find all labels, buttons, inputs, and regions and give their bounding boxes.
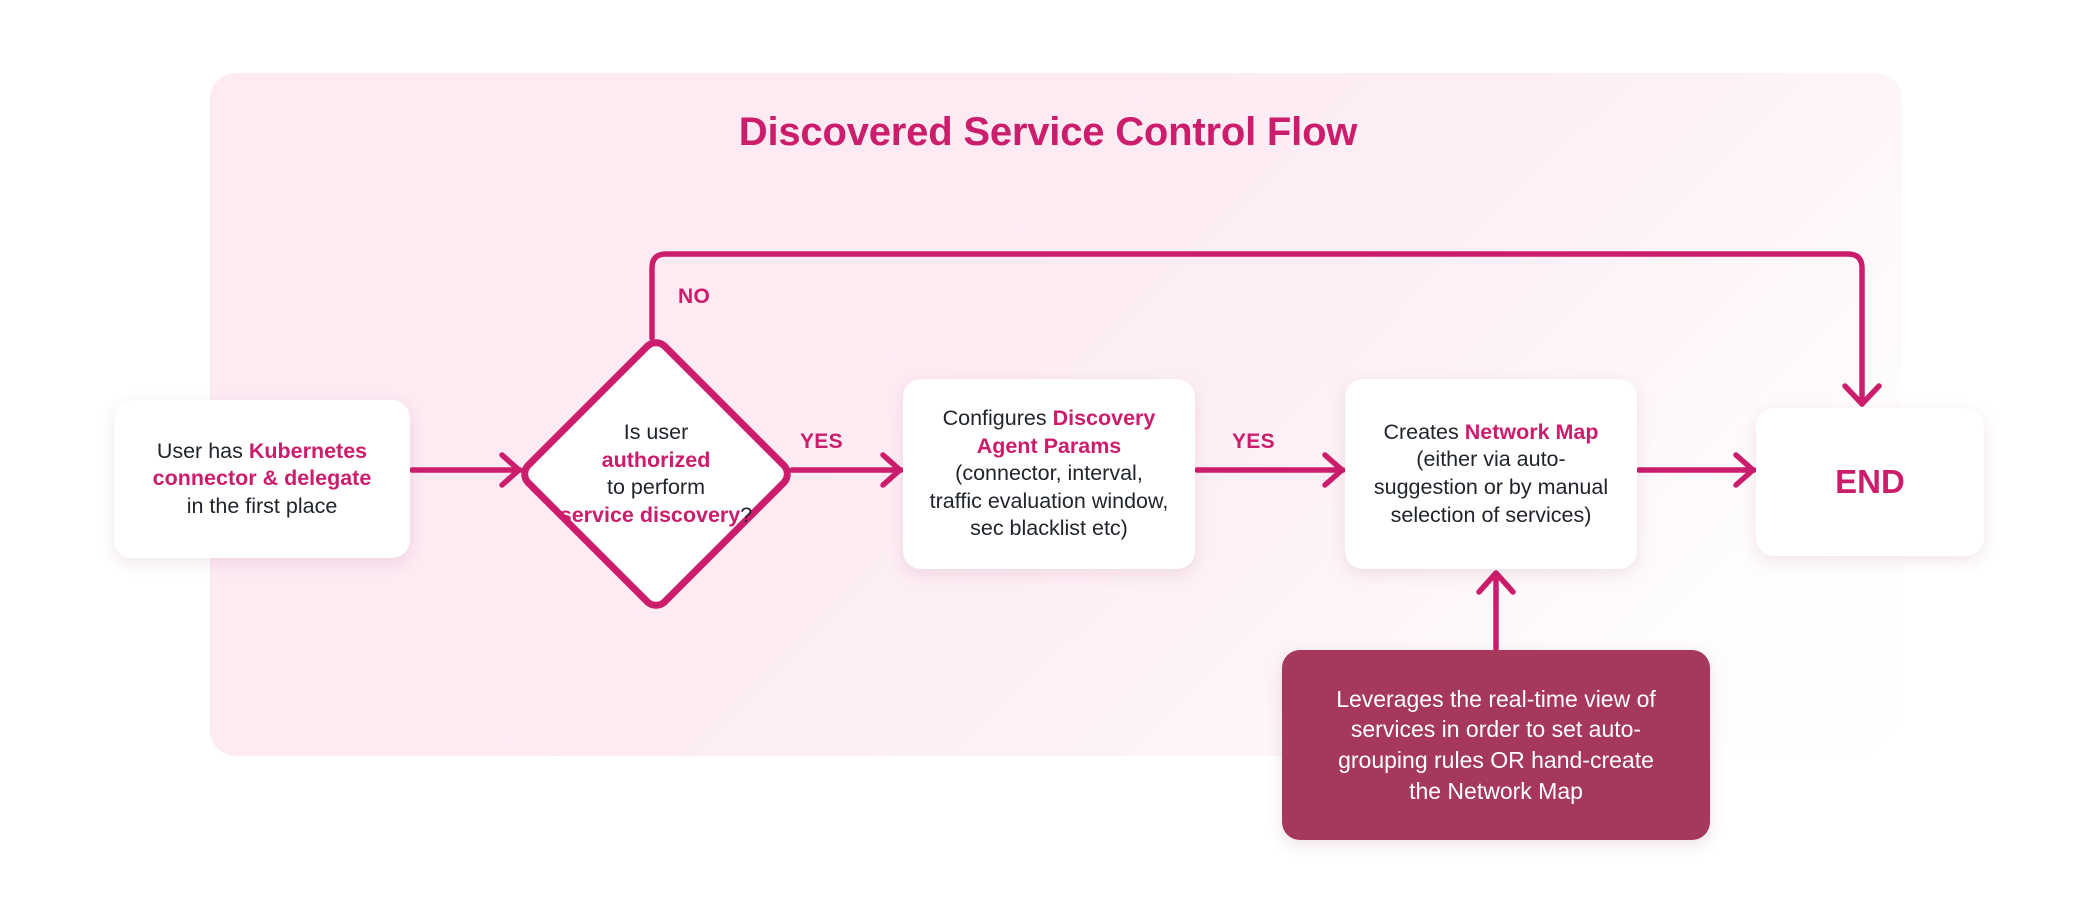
line-1-highlight: Network Map <box>1464 419 1599 444</box>
page-title: Discovered Service Control Flow <box>738 110 1358 154</box>
line-1-highlight: Kubernetes <box>248 438 368 463</box>
line-1-plain-before: Creates <box>1383 419 1465 444</box>
node-end-label: END <box>1835 462 1905 500</box>
callout-leverages-real-time-view[interactable]: Leverages the real-time view of services… <box>1282 650 1710 840</box>
line-2-highlight: connector & delegate <box>152 466 372 491</box>
line-4-plain-after: ? <box>740 502 753 527</box>
callout-line-1: Leverages the real-time view of <box>1336 685 1656 712</box>
line-4-plain: traffic evaluation window, <box>929 488 1169 513</box>
line-3-plain: suggestion or by manual <box>1373 475 1609 499</box>
node-decision-is-user-authorized[interactable]: Is user authorized to perform service di… <box>514 332 798 616</box>
node-end[interactable]: END <box>1756 408 1984 556</box>
line-5-plain: sec blacklist etc) <box>970 516 1128 541</box>
line-4-highlight: service discovery <box>559 502 741 527</box>
line-2-plain: (either via auto- <box>1416 447 1566 472</box>
node-user-has-connector-text: User has Kubernetes connector & delegate… <box>153 438 372 521</box>
callout-line-2: services in order to set auto- <box>1350 716 1642 743</box>
line-2-highlight: authorized <box>601 447 711 472</box>
callout-text: Leverages the real-time view of services… <box>1336 684 1656 806</box>
callout-line-3: grouping rules OR hand-create <box>1338 747 1654 773</box>
line-1-plain-before: Configures <box>942 406 1053 431</box>
node-configures-discovery-agent-params[interactable]: Configures Discovery Agent Params (conne… <box>903 379 1195 569</box>
node-configures-text: Configures Discovery Agent Params (conne… <box>930 405 1169 543</box>
line-1-plain: Is user <box>623 419 689 444</box>
node-creates-network-map-text: Creates Network Map (either via auto- su… <box>1374 419 1608 529</box>
line-4-plain: selection of services) <box>1390 502 1592 527</box>
edge-label-yes-1: YES <box>800 430 843 453</box>
line-1-plain-before: User has <box>156 438 249 463</box>
line-3-plain: (connector, interval, <box>955 461 1143 486</box>
edge-label-no: NO <box>678 285 711 308</box>
edge-label-yes-2: YES <box>1232 430 1275 453</box>
callout-line-4: the Network Map <box>1409 777 1583 804</box>
line-3-plain: to perform <box>607 475 705 499</box>
line-3-plain: in the first place <box>186 493 338 518</box>
node-creates-network-map[interactable]: Creates Network Map (either via auto- su… <box>1345 379 1637 569</box>
line-2-highlight: Agent Params <box>976 433 1122 458</box>
node-user-has-connector[interactable]: User has Kubernetes connector & delegate… <box>114 400 410 558</box>
node-decision-text: Is user authorized to perform service di… <box>498 419 814 529</box>
line-1-highlight: Discovery <box>1052 406 1156 431</box>
